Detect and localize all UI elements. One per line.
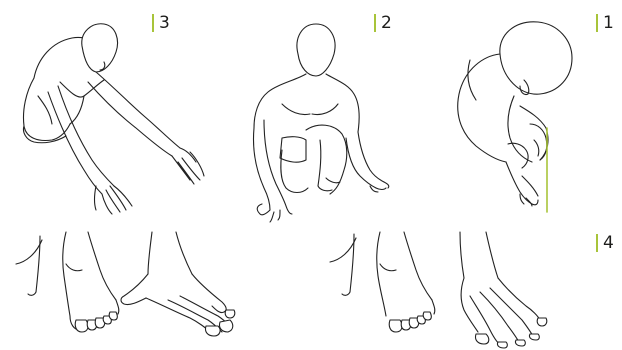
figure-kneeling-reach xyxy=(23,24,204,214)
figure-feet-and-hand-right xyxy=(330,232,547,348)
figure-feet-and-hand-left xyxy=(16,232,235,336)
figure-curled-body xyxy=(458,22,572,212)
figure-crouch-hands-down xyxy=(253,24,388,222)
